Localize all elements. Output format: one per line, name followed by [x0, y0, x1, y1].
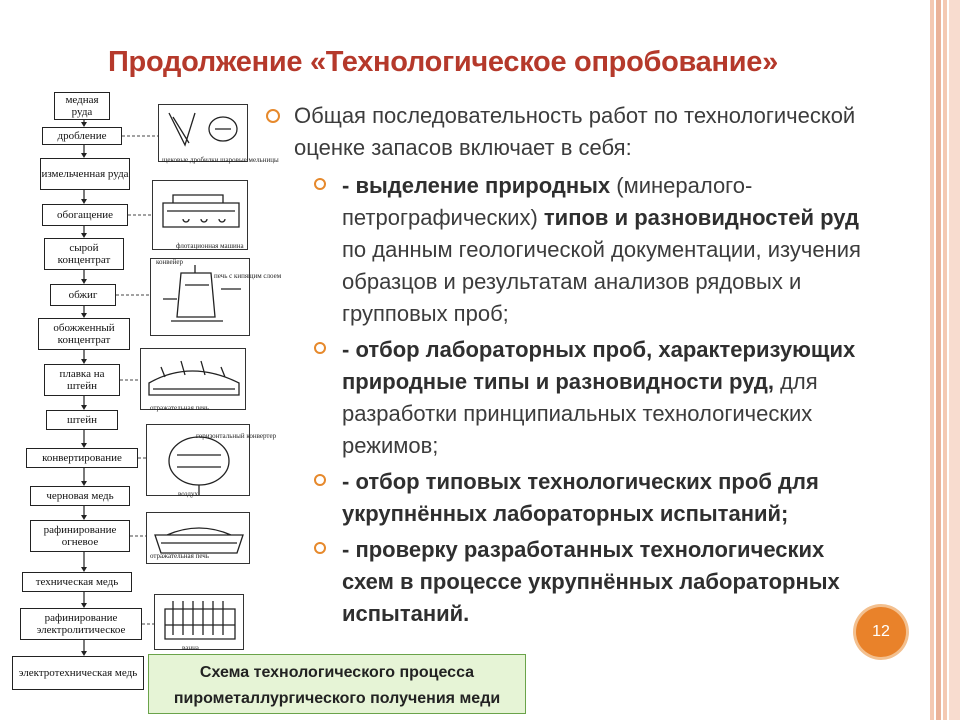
bullet-bold-text: - выделение природных	[342, 173, 611, 198]
edge-stripes	[930, 0, 960, 720]
flow-arrow-head	[81, 567, 87, 572]
intro-item: Общая последовательность работ по технол…	[266, 100, 866, 164]
flow-arrow-head	[81, 313, 87, 318]
sketch-label: флотационная машина	[176, 242, 244, 250]
flowchart-step: обожженный концентрат	[38, 318, 130, 350]
bullet-text: по данным геологической документации, из…	[342, 237, 861, 326]
sketch-label: горизонтальный конвертер	[196, 432, 277, 440]
electrolysis-sketch	[154, 594, 244, 650]
bullet-item: - отбор лабораторных проб, характеризующ…	[266, 334, 866, 462]
equipment-icon	[148, 360, 240, 396]
equipment-icon	[168, 436, 230, 495]
bullet-ring-icon	[314, 342, 326, 354]
equipment-icon	[163, 265, 241, 322]
equipment-icon	[154, 527, 244, 554]
bullet-item: - выделение природных (минералого-петрог…	[266, 170, 866, 330]
converter-sketch	[146, 424, 250, 496]
flowchart-step: сырой концентрат	[44, 238, 124, 270]
flowchart-step: техническая медь	[22, 572, 132, 592]
flow-arrow-head	[81, 153, 87, 158]
bullet-ring-icon	[314, 474, 326, 486]
bullet-ring-icon	[314, 542, 326, 554]
sketch-label: воздух	[178, 490, 198, 498]
flowchart-step: рафинирование электролитическое	[20, 608, 142, 640]
sketch-label: отражательная печь	[150, 404, 209, 412]
flowchart-step: плавка на штейн	[44, 364, 120, 396]
flowchart-step: рафинирование огневое	[30, 520, 130, 552]
flowchart-step: конвертирование	[26, 448, 138, 468]
bullet-item: - отбор типовых технологических проб для…	[266, 466, 866, 530]
page-number-badge: 12	[856, 607, 906, 657]
flowchart-step: измельченная руда	[40, 158, 130, 190]
flow-arrow-head	[81, 359, 87, 364]
roaster-sketch	[150, 258, 250, 336]
slide-title: Продолжение «Технологическое опробование…	[108, 46, 778, 78]
bullet-ring-icon	[266, 109, 280, 123]
bullet-ring-icon	[314, 178, 326, 190]
flowchart-step: электротехническая медь	[12, 656, 144, 690]
flowchart-caption: Схема технологического процесса пиромета…	[148, 654, 526, 714]
caption-line-2: пирометаллургического получения меди	[173, 690, 501, 707]
bullet-bold-text: - проверку разработанных технологических…	[342, 537, 840, 626]
equipment-icon	[168, 112, 238, 147]
bullet-text: (минералого-петрографических)	[342, 173, 753, 230]
flow-arrow-head	[81, 651, 87, 656]
flow-arrow-head	[81, 443, 87, 448]
equipment-icon	[162, 194, 240, 228]
bullet-bold-text: - отбор типовых технологических проб для…	[342, 469, 819, 526]
caption-line-1: Схема технологического процесса	[199, 664, 475, 681]
flowchart-step: медная руда	[54, 92, 110, 120]
flowchart-step: штейн	[46, 410, 118, 430]
bullet-bold-text: - отбор лабораторных проб, характеризующ…	[342, 337, 856, 394]
equipment-icon	[164, 601, 236, 640]
intro-text: Общая последовательность работ по технол…	[294, 103, 856, 160]
flowchart-step: дробление	[42, 127, 122, 145]
flow-arrow-head	[81, 279, 87, 284]
bullet-text: для разработки принципиальных технологич…	[342, 369, 818, 458]
flowchart-arrows	[81, 120, 158, 656]
reverb-furnace-sketch	[140, 348, 246, 410]
flowchart-step: черновая медь	[30, 486, 130, 506]
flow-arrow-head	[81, 405, 87, 410]
flow-arrow-head	[81, 481, 87, 486]
sketch-label: печь с кипящим слоем	[214, 272, 282, 280]
bullet-list: Общая последовательность работ по технол…	[266, 100, 866, 634]
flowchart-step: обогащение	[42, 204, 128, 226]
bullet-item: - проверку разработанных технологических…	[266, 534, 866, 630]
crusher-sketch	[158, 104, 248, 162]
flow-arrow-head	[81, 122, 87, 127]
flow-arrow-head	[81, 515, 87, 520]
sketch-label: конвейер	[156, 258, 184, 266]
flow-arrow-head	[81, 603, 87, 608]
sketch-label: отражательная печь	[150, 552, 209, 560]
flotation-sketch	[152, 180, 248, 250]
flow-arrow-head	[81, 233, 87, 238]
flow-arrow-head	[81, 199, 87, 204]
fire-refining-sketch	[146, 512, 250, 564]
bullet-bold-text: типов и разновидностей руд	[543, 205, 859, 230]
sketch-label: щековые дробилки шаровые мельницы	[162, 156, 279, 164]
sketch-label: ванна	[182, 644, 199, 652]
flowchart-step: обжиг	[50, 284, 116, 306]
